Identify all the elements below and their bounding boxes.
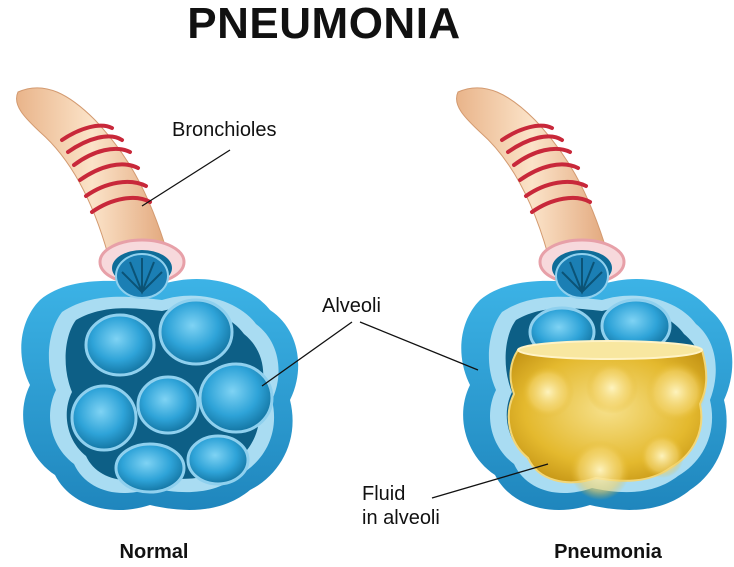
caption-pneumonia: Pneumonia [554, 541, 663, 563]
pneumonia-fluid-cells [522, 362, 706, 500]
label-alveoli: Alveoli [322, 295, 381, 317]
leader-alveoli-normal [261, 321, 353, 387]
label-bronchioles: Bronchioles [172, 119, 277, 141]
page-title: PNEUMONIA [187, 0, 460, 48]
normal-bronchiole-tube [16, 87, 169, 263]
leader-fluid [431, 463, 549, 499]
leader-bronchioles [141, 149, 231, 207]
pneumonia-illustration [456, 87, 733, 511]
pneumonia-muscle-bands [500, 123, 592, 214]
normal-illustration [16, 87, 299, 511]
label-fluid-line1: Fluid [362, 483, 405, 505]
pneumonia-fluid-surface [517, 340, 703, 360]
pneumonia-bronchiole-tube [456, 87, 609, 263]
normal-muscle-bands [60, 123, 152, 214]
label-fluid-line2: in alveoli [362, 507, 440, 529]
leader-alveoli-pneumonia [359, 321, 479, 371]
pneumonia-bronchiole-opening [555, 253, 609, 299]
normal-bronchiole-opening [115, 253, 169, 299]
caption-normal: Normal [120, 541, 189, 563]
normal-alveoli-cells [70, 298, 274, 494]
